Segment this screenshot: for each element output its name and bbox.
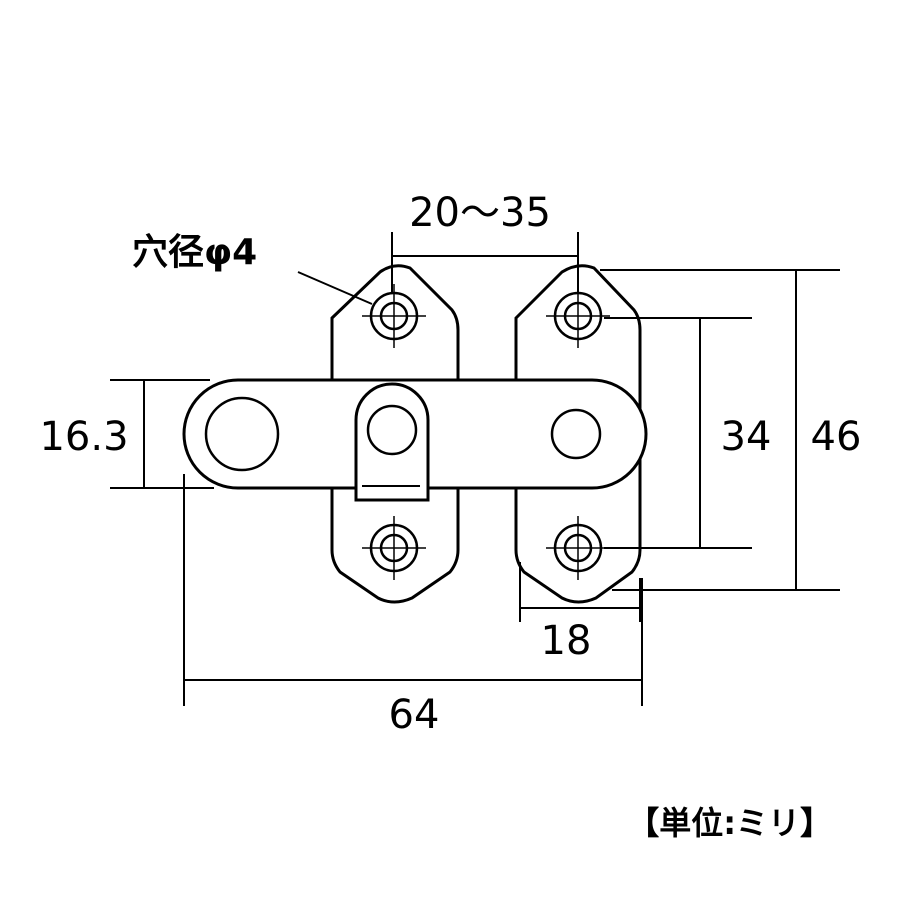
hole-leader-line [297, 271, 373, 305]
hole-pitch-label: 34 [721, 414, 772, 460]
bar-height-label: 16.3 [39, 414, 128, 460]
screw-hole-top-left [362, 284, 426, 348]
dimension-slot-range [391, 232, 579, 292]
unit-label: 【単位:ミリ】 [627, 804, 832, 842]
overall-length-label: 64 [389, 692, 440, 738]
slot-range-label: 20～35 [409, 190, 551, 236]
plate-height-label: 46 [811, 414, 862, 460]
dimension-overall-length [183, 474, 643, 706]
hole-diameter-label: 穴径φ4 [132, 232, 257, 273]
hook-tab [354, 382, 430, 502]
screw-hole-bottom-right [546, 516, 610, 580]
dimension-bar-height [110, 379, 214, 489]
dimension-plate-width [519, 562, 641, 622]
screw-hole-bottom-left [362, 516, 426, 580]
dimension-hole-pitch [604, 317, 752, 549]
bar-hole-large [204, 396, 280, 472]
plate-width-label: 18 [541, 618, 592, 664]
dimension-plate-height [600, 269, 840, 591]
screw-hole-top-right [546, 284, 610, 348]
bar-pivot-hole [550, 408, 602, 460]
